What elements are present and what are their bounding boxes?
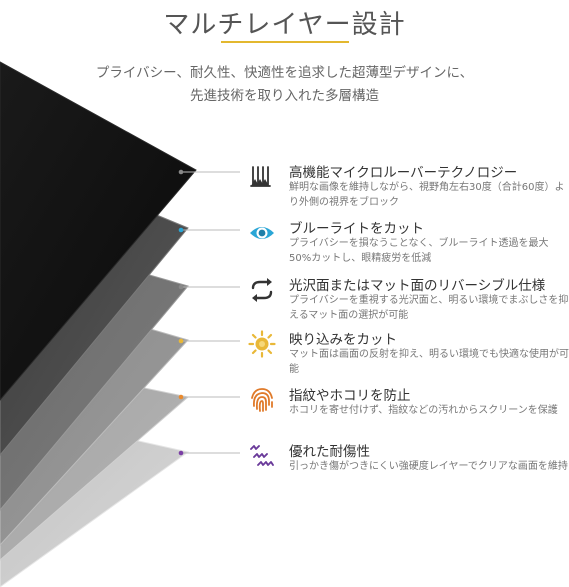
connector-3 (178, 284, 240, 290)
scratch-icon (248, 442, 276, 470)
sun-icon (248, 330, 276, 358)
reverse-arrows-icon (248, 276, 276, 304)
micro-louver-icon (248, 163, 276, 191)
title-underline (221, 41, 349, 43)
subtitle-line-2: 先進技術を取り入れた多層構造 (190, 88, 379, 104)
page-title: マルチレイヤー設計 (163, 10, 406, 40)
feature-title: 優れた耐傷性 (289, 444, 370, 460)
connector-2 (178, 227, 240, 233)
eye-icon (248, 219, 276, 247)
connector-5 (178, 394, 240, 400)
connector-4 (178, 338, 240, 344)
subtitle: プライバシー、耐久性、快適性を追求した超薄型デザインに、 先進技術を取り入れた多… (0, 62, 569, 108)
subtitle-line-1: プライバシー、耐久性、快適性を追求した超薄型デザインに、 (95, 65, 474, 81)
feature-description: ホコリを寄せ付けず、指紋などの汚れからスクリーンを保護 (289, 405, 558, 416)
fingerprint-icon (248, 386, 276, 414)
feature-title: 指紋やホコリを防止 (289, 388, 411, 404)
feature-description: 引っかき傷がつきにくい強硬度レイヤーでクリアな画面を維持 (289, 461, 568, 472)
feature-description: マット面は画面の反射を抑え、明るい環境でも快適な使用が可能 (289, 349, 569, 375)
feature-title: 光沢面またはマット面のリバーシブル仕様 (289, 278, 546, 294)
feature-title: 高機能マイクロルーバーテクノロジー (289, 165, 518, 181)
feature-description: 鮮明な画像を維持しながら、視野角左右30度（合計60度）より外側の視界をブロック (289, 182, 565, 208)
feature-title: 映り込みをカット (289, 332, 397, 348)
feature-description: プライバシーを重視する光沢面と、明るい環境でまぶしさを抑えるマット面の選択が可能 (289, 295, 569, 321)
feature-description: プライバシーを損なうことなく、ブルーライト透過を最大50%カットし、眼精疲労を低… (289, 238, 549, 264)
connector-6 (178, 450, 240, 456)
connector-1 (178, 169, 240, 175)
layer-1 (0, 61, 197, 401)
feature-title: ブルーライトをカット (289, 221, 424, 237)
